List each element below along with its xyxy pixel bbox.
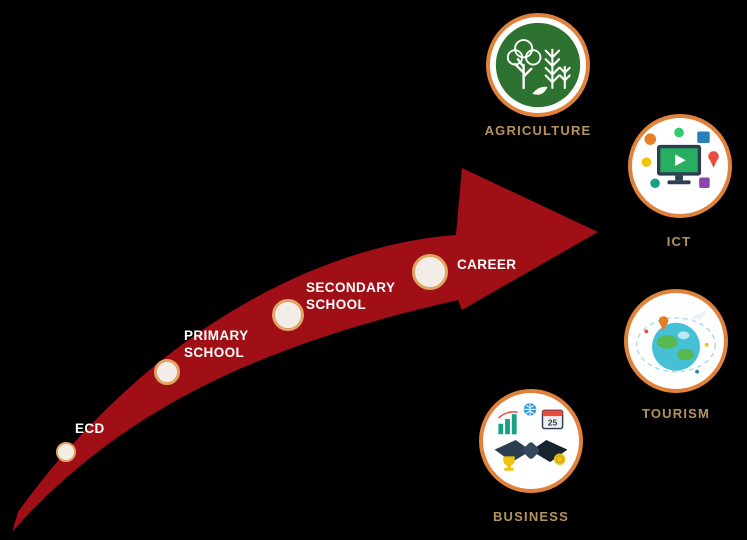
- business-icon: 25: [494, 403, 568, 471]
- ict-icon: [641, 127, 719, 189]
- milestone-label-ecd: ECD: [75, 421, 105, 436]
- milestone-dot-ecd: [56, 442, 76, 462]
- sector-circle-tourism: [624, 289, 728, 393]
- calendar-date-text: 25: [548, 418, 558, 428]
- sector-label-business: BUSINESS: [492, 509, 570, 524]
- sector-circle-business: 25: [479, 389, 583, 493]
- tourism-icon: [635, 309, 717, 374]
- sector-circle-ict: [628, 114, 732, 218]
- sector-label-ict: ICT: [666, 234, 692, 249]
- sector-circle-agriculture: [486, 13, 590, 117]
- milestone-label-career: CAREER: [457, 257, 517, 272]
- milestone-dot-primary-school: [154, 359, 180, 385]
- milestone-dot-secondary-school: [272, 299, 304, 331]
- growth-arrow-shape: [12, 168, 598, 532]
- milestone-dot-career: [412, 254, 448, 290]
- agriculture-icon: [495, 22, 581, 108]
- milestone-label-secondary-school: SECONDARY SCHOOL: [306, 280, 396, 312]
- milestone-label-primary-school: PRIMARY SCHOOL: [184, 328, 249, 360]
- sector-label-agriculture: AGRICULTURE: [484, 123, 592, 138]
- sector-label-tourism: TOURISM: [641, 406, 711, 421]
